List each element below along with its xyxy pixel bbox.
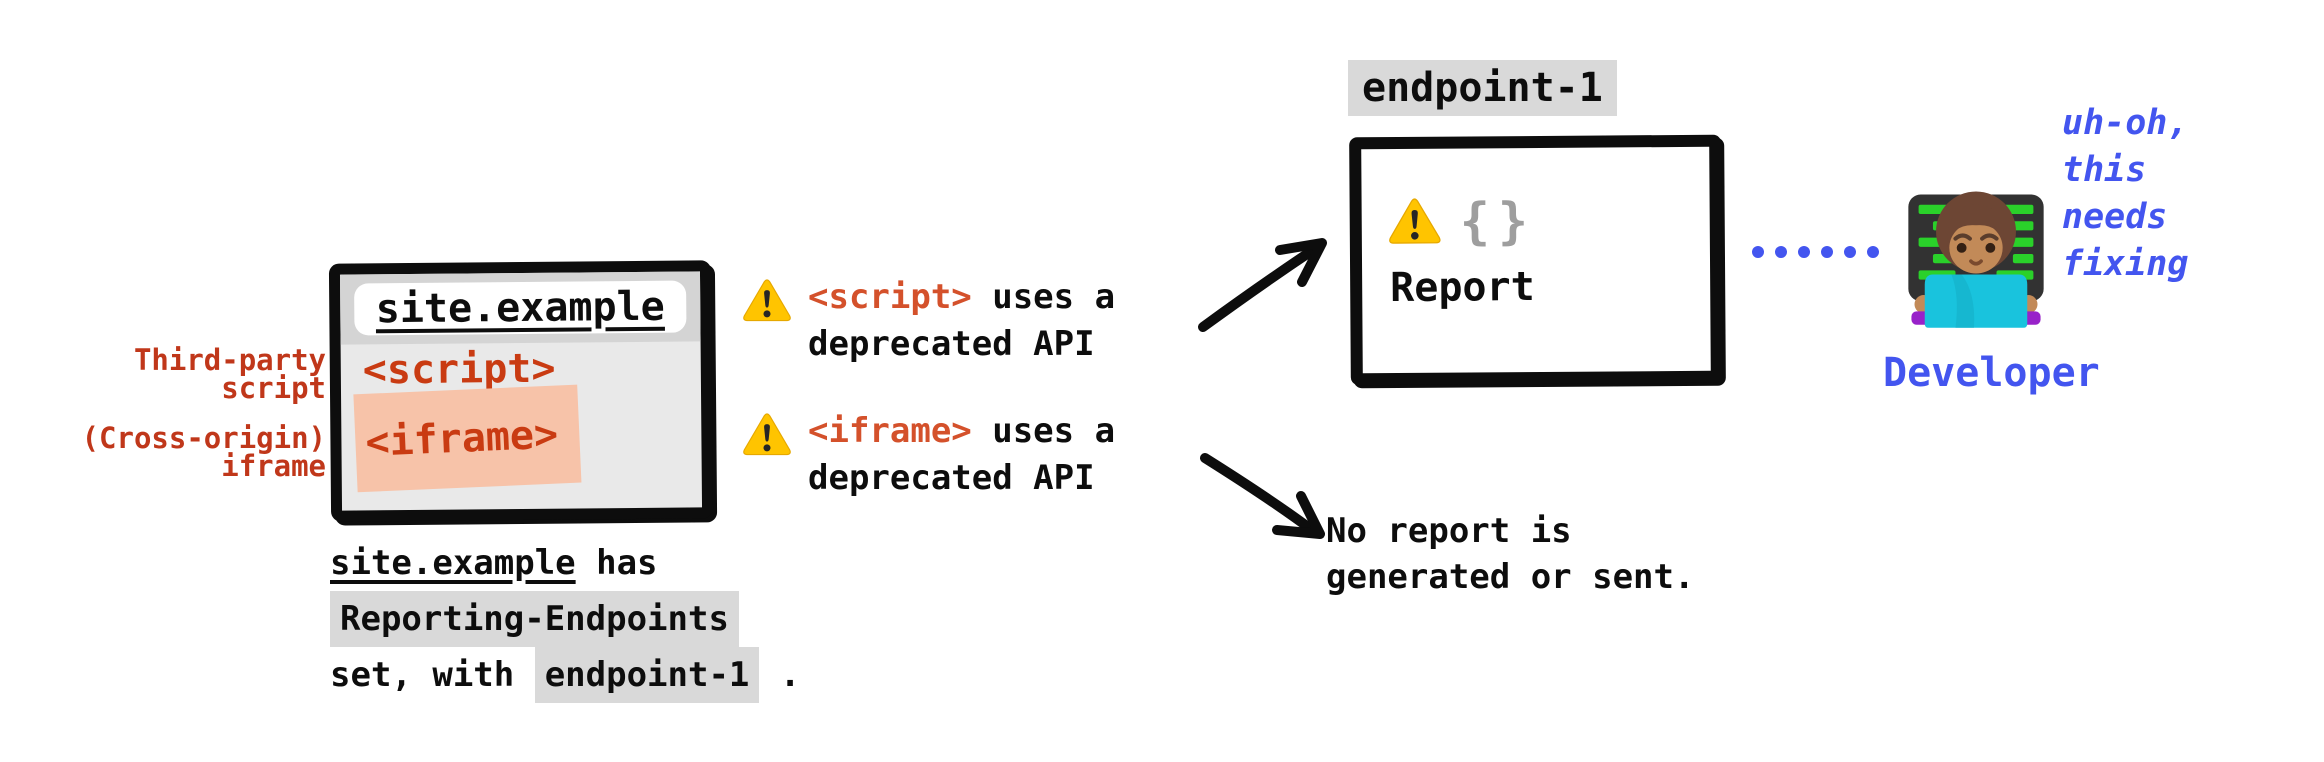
endpoint-1-chip: endpoint-1 (1348, 60, 1617, 116)
thought-line: uh-oh, (2062, 103, 2189, 143)
arrow-to-endpoint (1198, 243, 1321, 332)
warning-line-1: <iframe> uses a (808, 408, 1115, 455)
warning-icon (742, 278, 792, 328)
label-line: script (221, 371, 326, 405)
cross-origin-iframe-label: (Cross-origin) iframe (58, 421, 326, 483)
dot (1821, 246, 1833, 258)
warning-rest: uses a (971, 277, 1116, 317)
browser-address-bar: site.example (339, 271, 701, 345)
caption-site: site.example (330, 543, 576, 583)
iframe-warning: <iframe> uses a deprecated API (742, 408, 1115, 502)
endpoint-box: {} Report (1349, 134, 1723, 386)
woman-technologist-emoji (1908, 191, 2044, 328)
reporting-endpoints-chip: Reporting-Endpoints (330, 591, 739, 647)
warning-line-1: <script> uses a (808, 274, 1115, 321)
caption-has: has (575, 543, 658, 583)
dot (1844, 246, 1856, 258)
warning-icon (1388, 197, 1442, 251)
endpoint-value-chip: endpoint-1 (534, 647, 760, 703)
iframe-tag-text: <iframe> (364, 411, 559, 466)
label-line: iframe (221, 449, 326, 483)
warning-line-2: deprecated API (808, 324, 1095, 364)
developer-label: Developer (1883, 350, 2100, 396)
warning-text: <iframe> uses a deprecated API (808, 408, 1115, 502)
dot (1775, 246, 1787, 258)
browser-page-content: <script> <iframe> (341, 341, 702, 510)
warning-tag: <iframe> (808, 411, 972, 451)
warning-line-2: deprecated API (808, 458, 1095, 498)
iframe-highlight: <iframe> (353, 384, 582, 493)
caption-line-1: site.example has (330, 535, 800, 591)
json-braces-icon: {} (1459, 192, 1537, 251)
dot (1867, 246, 1879, 258)
warning-rest: uses a (971, 411, 1116, 451)
no-report-text: No report is generated or sent. (1326, 508, 1694, 600)
thought-line: needs (2062, 197, 2168, 237)
label-line: (Cross-origin) (81, 421, 326, 455)
script-warning: <script> uses a deprecated API (742, 274, 1115, 368)
caption-set-with: set, with (330, 655, 535, 695)
warning-text: <script> uses a deprecated API (808, 274, 1115, 368)
warning-tag: <script> (808, 277, 972, 317)
third-party-script-label: Third-party script (58, 343, 326, 405)
browser-window: site.example <script> <iframe> (328, 260, 714, 522)
caption-period: . (759, 655, 801, 695)
label-line: Third-party (133, 343, 326, 377)
report-label: Report (1390, 264, 1535, 312)
arrow-to-endpoint-head (1275, 238, 1327, 287)
dot (1798, 246, 1810, 258)
caption-line-2: Reporting-Endpoints (330, 591, 800, 647)
developer-thought: uh-oh, this needs fixing (2062, 100, 2188, 288)
dotted-line (1752, 246, 1879, 258)
url-pill: site.example (354, 280, 687, 336)
script-tag-text: <script> (362, 345, 556, 394)
dot (1752, 246, 1764, 258)
warning-icon (742, 412, 792, 462)
arrow-to-no-report (1200, 453, 1317, 535)
report-payload: {} (1388, 192, 1537, 251)
arrow-to-no-report-head (1272, 491, 1325, 539)
no-report-line: No report is (1326, 511, 1572, 551)
thought-line: fixing (2062, 244, 2189, 284)
thought-line: this (2062, 150, 2147, 190)
site-url: site.example (375, 283, 665, 333)
no-report-line: generated or sent. (1326, 557, 1695, 597)
caption: site.example has Reporting-Endpoints set… (330, 535, 800, 703)
caption-line-3: set, with endpoint-1 . (330, 647, 800, 703)
